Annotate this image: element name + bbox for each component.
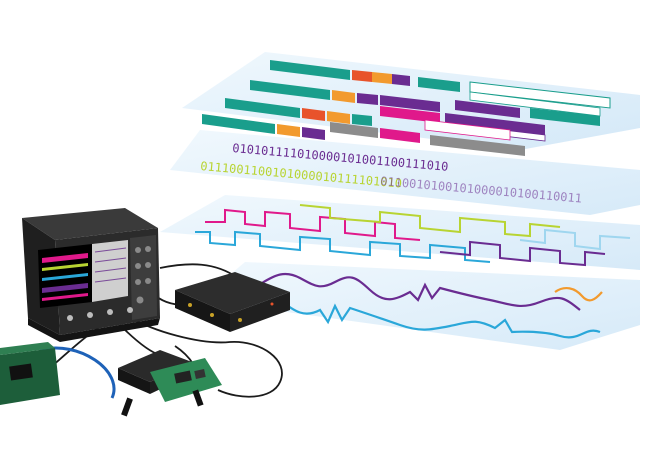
circuit-board: [150, 358, 222, 402]
digital-waveform-layer: [160, 195, 640, 270]
scope-knob: [135, 279, 141, 285]
analyzer-port: [188, 303, 192, 307]
board-chip: [194, 369, 206, 379]
digital-trace-purple: [439, 240, 606, 267]
protocol-table-layer: [182, 52, 640, 156]
scope-screen-traces: [42, 253, 88, 301]
analyzer-top: [175, 272, 290, 314]
table-row: [225, 98, 546, 142]
scope-side-panel-lines: [94, 247, 127, 283]
scope-inputs: [67, 307, 133, 321]
adapter-top: [118, 350, 192, 382]
scope-knob: [145, 262, 151, 268]
adapter-front: [118, 368, 150, 394]
analog-waveform-layer: [200, 262, 640, 350]
scope-knobs: [135, 246, 151, 304]
table-row: [202, 114, 525, 156]
probe-tip: [121, 397, 133, 417]
table-row: [250, 80, 601, 126]
target-board-top: [0, 342, 55, 355]
usb-cable: [39, 346, 116, 399]
probe-tip: [192, 389, 204, 407]
scope-knob: [145, 246, 151, 252]
digital-trace-cyan: [195, 230, 491, 263]
board-chip: [174, 370, 192, 384]
analog-trace-orange: [554, 286, 603, 302]
scope-control-panel: [130, 235, 157, 320]
binary-plane: [170, 130, 640, 215]
analyzer-side: [230, 292, 290, 332]
scope-input-port: [87, 312, 93, 318]
scope-knob: [135, 247, 141, 253]
digital-trace-yellow: [299, 204, 561, 238]
table-row: [270, 60, 611, 109]
scope-input-port: [127, 307, 133, 313]
scope-input-port: [107, 309, 113, 315]
scope-top: [22, 208, 158, 240]
analyzer-port: [238, 318, 242, 322]
scope-knob: [145, 278, 151, 284]
analyzer-port: [210, 313, 214, 317]
analyzer-front: [175, 290, 230, 332]
digital-trace-light: [519, 228, 631, 251]
target-board: [0, 342, 60, 405]
probe-tips: [121, 389, 204, 417]
analog-trace-purple: [261, 272, 581, 311]
scope-knob: [136, 296, 144, 304]
scope-knob: [135, 263, 141, 269]
oscilloscope: [22, 208, 160, 342]
protocol-analyzer: [175, 272, 290, 332]
scope-input-port: [67, 315, 73, 321]
scope-base: [28, 318, 160, 342]
analog-trace-cyan: [279, 299, 601, 339]
analyzer-led: [270, 302, 274, 306]
target-board-chip: [9, 363, 33, 381]
scope-side-panel: [92, 240, 128, 302]
